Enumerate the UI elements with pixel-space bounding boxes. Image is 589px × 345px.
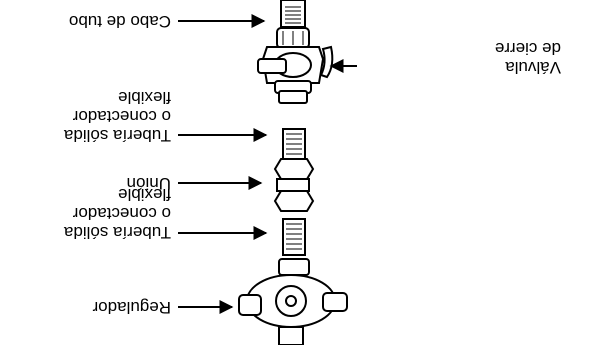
label-tuberia-2: Tubería sólida o conectador flexible	[63, 185, 171, 242]
label-tuberia-1: Tubería sólida o conectador flexible	[63, 88, 171, 145]
union-fitting	[273, 158, 315, 212]
pipe-stub	[280, 0, 306, 28]
shutoff-valve	[257, 27, 334, 104]
flex-connector-2	[282, 128, 306, 166]
arrows	[178, 14, 357, 314]
label-regulador: Regulador	[92, 298, 171, 317]
flex-connector-1	[282, 218, 306, 256]
label-cabo-de-tubo: Cabo de tubo	[68, 12, 171, 31]
regulator	[238, 258, 348, 345]
label-valvula: Válvula de cierre	[494, 39, 561, 77]
